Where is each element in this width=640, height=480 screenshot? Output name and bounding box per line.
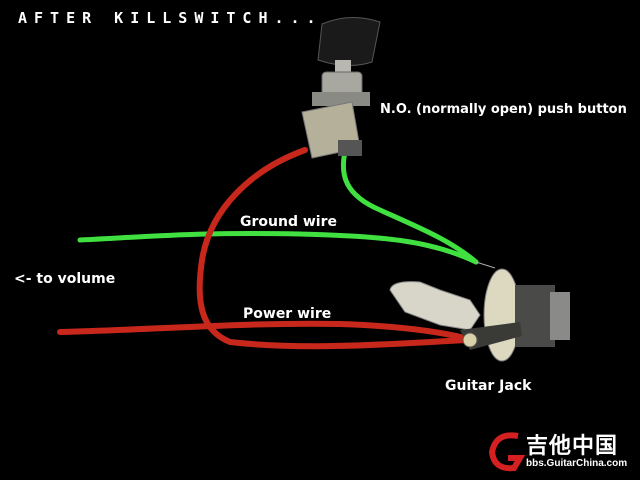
guitar-jack	[389, 268, 570, 362]
push-button-switch	[301, 17, 381, 159]
guitar-jack-label: Guitar Jack	[445, 378, 532, 394]
watermark-name: 吉他中国	[526, 434, 619, 459]
dragon-logo-icon	[488, 432, 526, 472]
ground-wire	[77, 230, 479, 265]
ground-wire-label: Ground wire	[240, 214, 337, 230]
switch-green-wire	[340, 149, 479, 265]
power-wire-label: Power wire	[243, 306, 332, 322]
switch-red-wire	[196, 147, 468, 350]
power-wire	[57, 320, 468, 341]
diagram-title: AFTER KILLSWITCH...	[18, 9, 323, 27]
volume-label: <- to volume	[14, 271, 116, 287]
watermark: 吉他中国 bbs.GuitarChina.com	[488, 428, 638, 474]
watermark-url: bbs.GuitarChina.com	[526, 458, 628, 469]
switch-label: N.O. (normally open) push button	[380, 102, 627, 117]
